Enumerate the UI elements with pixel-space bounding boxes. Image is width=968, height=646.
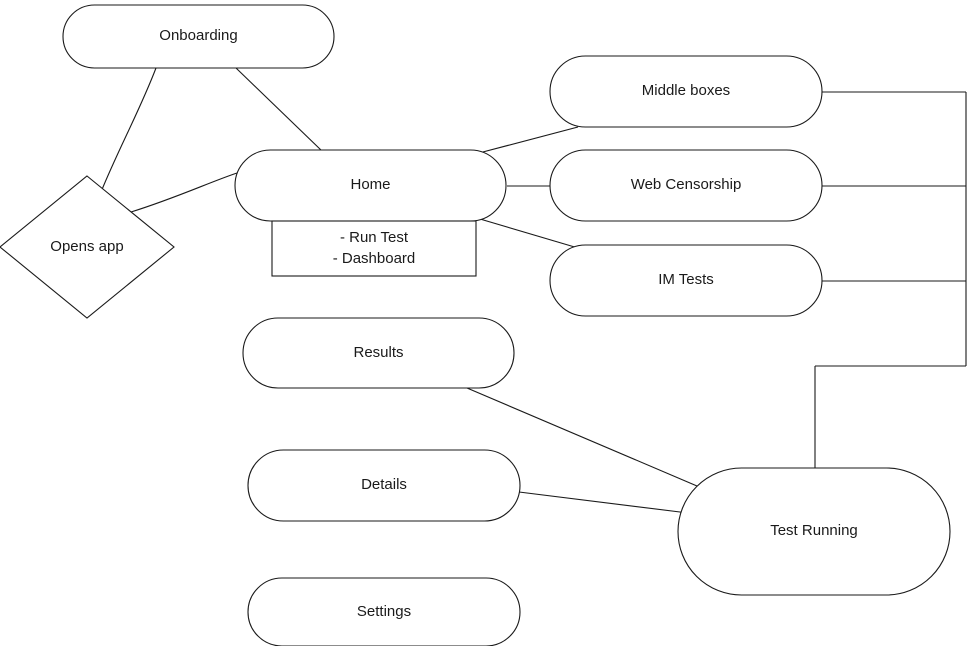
node-settings[interactable] — [247, 577, 521, 646]
nodes-layer — [0, 4, 951, 646]
edge-details-to-test-running — [518, 491, 689, 514]
node-middle-boxes[interactable] — [549, 55, 823, 128]
edge-home-to-middle-boxes — [478, 126, 579, 154]
edge-results-to-test-running — [466, 387, 698, 487]
node-home[interactable] — [234, 149, 507, 222]
node-opens-app[interactable] — [0, 175, 175, 319]
node-results[interactable] — [242, 317, 515, 389]
edge-home-to-im-tests — [479, 218, 579, 249]
node-details[interactable] — [247, 449, 521, 522]
edge-opens-app-to-home — [130, 172, 238, 213]
node-home-actions[interactable] — [271, 220, 477, 277]
node-web-censorship[interactable] — [549, 149, 823, 222]
edge-onboarding-to-opens-app — [100, 67, 157, 193]
edge-onboarding-to-home — [235, 67, 323, 152]
node-onboarding[interactable] — [62, 4, 335, 69]
node-im-tests[interactable] — [549, 244, 823, 317]
node-test-running[interactable] — [677, 467, 951, 596]
edges-layer — [100, 67, 967, 514]
